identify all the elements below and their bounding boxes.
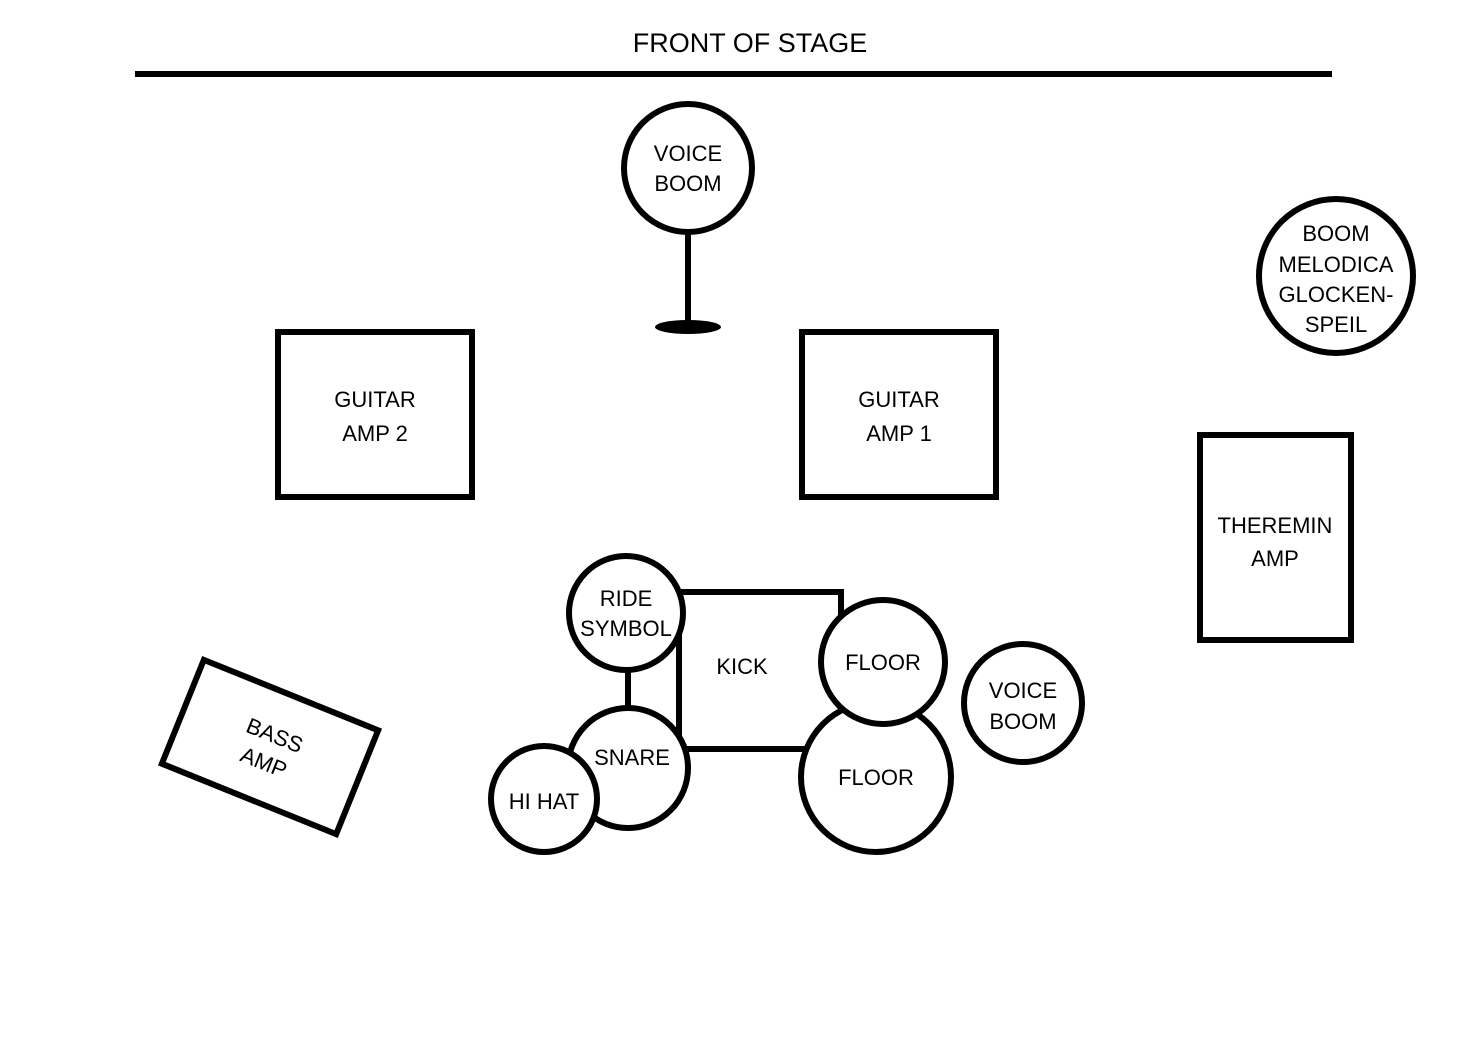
voice-boom-front-label-2: BOOM — [654, 171, 721, 196]
boom-melodica-label-3: GLOCKEN- — [1279, 282, 1394, 307]
ride-symbol-label-1: RIDE — [600, 586, 653, 611]
boom-melodica-glockenspeil: BOOM MELODICA GLOCKEN- SPEIL — [1256, 196, 1416, 356]
floor-upper-label: FLOOR — [845, 650, 921, 675]
guitar-amp-1-label-1: GUITAR — [858, 387, 939, 412]
guitar-amp-1-box — [799, 329, 999, 500]
boom-melodica-label-1: BOOM — [1302, 221, 1369, 246]
snare-label: SNARE — [594, 745, 670, 770]
guitar-amp-2-label-1: GUITAR — [334, 387, 415, 412]
ride-symbol-circle — [566, 553, 686, 673]
guitar-amp-2-box — [275, 329, 475, 500]
boom-melodica-label-2: MELODICA — [1279, 252, 1394, 277]
guitar-amp-2: GUITAR AMP 2 — [275, 329, 475, 500]
boom-melodica-circle — [1256, 196, 1416, 356]
floor-upper-circle — [818, 597, 948, 727]
voice-boom-drums-label-2: BOOM — [989, 709, 1056, 734]
guitar-amp-1: GUITAR AMP 1 — [799, 329, 999, 500]
mic-stand-base — [655, 320, 721, 334]
drum-kit: KICK FLOOR FLOOR RIDE SYMBOL SNARE HI HA… — [488, 553, 954, 855]
voice-boom-front: VOICE BOOM — [621, 101, 755, 334]
theremin-amp-label-2: AMP — [1251, 546, 1299, 571]
voice-boom-drums-label-1: VOICE — [989, 678, 1057, 703]
boom-melodica-label-4: SPEIL — [1305, 312, 1367, 337]
kick-label: KICK — [716, 654, 768, 679]
hi-hat-label: HI HAT — [509, 789, 579, 814]
floor-lower-label: FLOOR — [838, 765, 914, 790]
voice-boom-drums: VOICE BOOM — [961, 641, 1085, 765]
ride-symbol-label-2: SYMBOL — [580, 616, 672, 641]
bass-amp: BASS AMP — [157, 655, 383, 839]
theremin-amp-box — [1197, 432, 1354, 643]
voice-boom-drums-circle — [961, 641, 1085, 765]
hi-hat-circle — [488, 743, 600, 855]
theremin-amp-label-1: THEREMIN — [1218, 513, 1333, 538]
theremin-amp: THEREMIN AMP — [1197, 432, 1354, 643]
bass-amp-box — [157, 655, 383, 839]
guitar-amp-1-label-2: AMP 1 — [866, 421, 932, 446]
guitar-amp-2-label-2: AMP 2 — [342, 421, 408, 446]
voice-boom-front-label-1: VOICE — [654, 141, 722, 166]
front-of-stage-label: FRONT OF STAGE — [633, 28, 868, 58]
voice-boom-front-circle — [621, 101, 755, 235]
